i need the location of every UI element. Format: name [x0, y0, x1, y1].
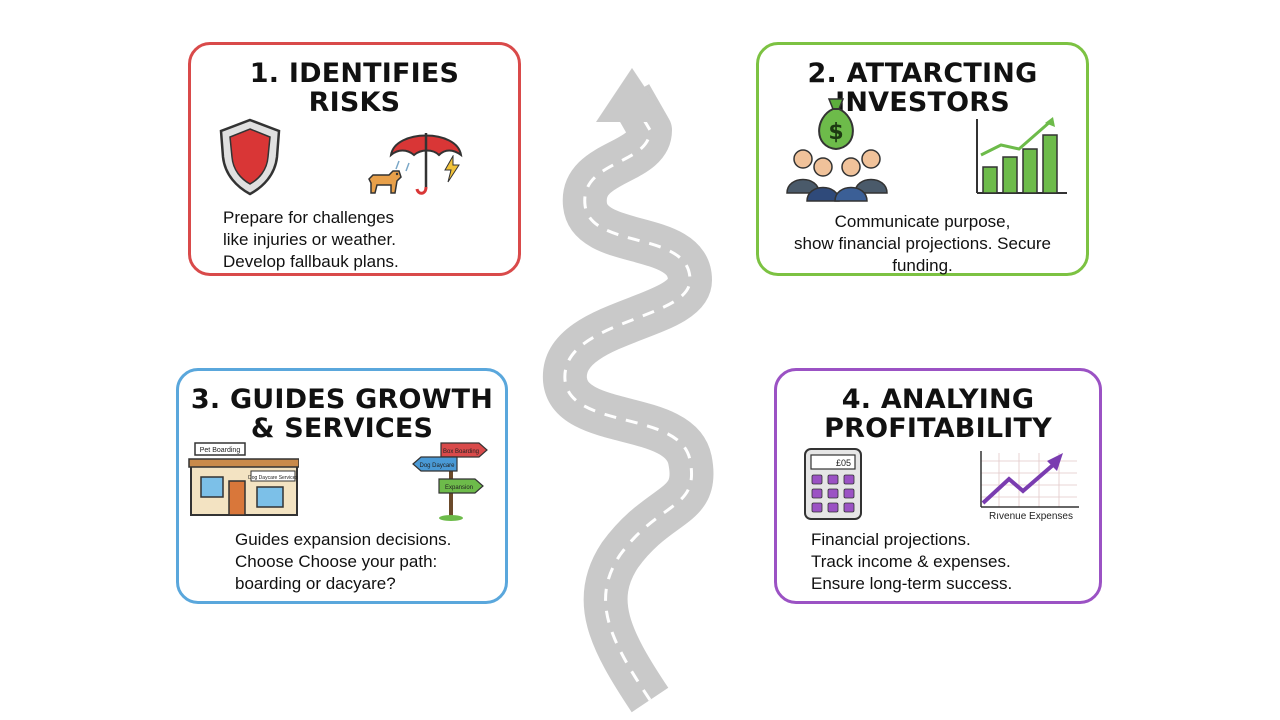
card-title-line: & SERVICES: [250, 413, 434, 444]
card-title: 3. GUIDES GROWTH & SERVICES: [179, 385, 505, 443]
road-path: [543, 84, 714, 713]
road-arrow-head: [596, 68, 668, 122]
card-body-line: Develop fallbauk plans.: [223, 252, 399, 271]
card-body-line: boarding or dacyare?: [235, 574, 396, 593]
card-title-line: PROFITABILITY: [824, 413, 1052, 444]
calculator-display: £05: [836, 458, 851, 468]
card-body-line: like injuries or weather.: [223, 230, 396, 249]
card-title: 4. ANALYING PROFITABILITY: [777, 385, 1099, 443]
storefront-icon: Pet Boarding Dog Daycare Services: [188, 442, 299, 516]
card-body-line: Guides expansion decisions.: [235, 530, 452, 549]
card-body: Prepare for challenges like injuries or …: [223, 207, 399, 273]
signpost-icon: Box Boarding Dog Daycare Expansion: [412, 442, 488, 521]
sign-label: Expansion: [445, 485, 473, 491]
money-bag-icon: $: [818, 98, 854, 151]
card-title-line: 4. ANALYING: [841, 384, 1035, 415]
sign-label: Dog Daycare: [419, 463, 455, 469]
card-title-line: 1. IDENTIFIES: [249, 58, 460, 89]
money-symbol: $: [828, 120, 843, 145]
card-guides-growth: 3. GUIDES GROWTH & SERVICES Pet Boarding…: [176, 368, 508, 604]
road-center-dashes: [563, 99, 693, 701]
investors-group-icon: [786, 149, 888, 202]
lightning-icon: [444, 155, 460, 183]
umbrella-icon: [389, 133, 463, 195]
card-body-line: show financial projections. Secure: [793, 234, 1052, 253]
store-sign-top: Pet Boarding: [200, 447, 241, 454]
card-body-line: funding.: [892, 256, 953, 275]
dog-icon: [368, 170, 402, 194]
card-body-line: Communicate purpose,: [834, 212, 1011, 231]
card-body-line: Choose Choose your path:: [235, 552, 438, 571]
card-title-line: INVESTORS: [835, 87, 1010, 118]
card-title: 2. ATTARCTING INVESTORS: [759, 59, 1086, 117]
card-title-line: 3. GUIDES GROWTH: [190, 384, 494, 415]
shield-icon: [219, 118, 281, 196]
card-body-line: Financial projections.: [811, 530, 971, 549]
card-body-line: Prepare for challenges: [223, 208, 395, 227]
card-attracting-investors: 2. ATTARCTING INVESTORS $ Communicate pu…: [756, 42, 1089, 276]
line-chart-icon: Rıvenue Expenses: [980, 451, 1079, 522]
calculator-icon: £05: [804, 448, 862, 520]
sign-label: Box Boarding: [443, 449, 479, 455]
bar-chart-growth-icon: [976, 117, 1067, 194]
card-title: 1. IDENTIFIES RISKS: [191, 59, 518, 117]
card-title-line: RISKS: [308, 87, 401, 118]
card-body-line: Track income & expenses.: [811, 552, 1011, 571]
card-identifies-risks: 1. IDENTIFIES RISKS Prepare for challeng…: [188, 42, 521, 276]
card-analyzing-profitability: 4. ANALYING PROFITABILITY £05 Rıvenue Ex…: [774, 368, 1102, 604]
chart-caption: Rıvenue Expenses: [989, 511, 1073, 522]
card-body: Communicate purpose, show financial proj…: [759, 211, 1086, 277]
card-body: Guides expansion decisions. Choose Choos…: [235, 529, 451, 595]
card-title-line: 2. ATTARCTING: [807, 58, 1038, 89]
card-body-line: Ensure long-term success.: [811, 574, 1013, 593]
card-body: Financial projections. Track income & ex…: [811, 529, 1012, 595]
store-sign-front: Dog Daycare Services: [248, 475, 298, 481]
